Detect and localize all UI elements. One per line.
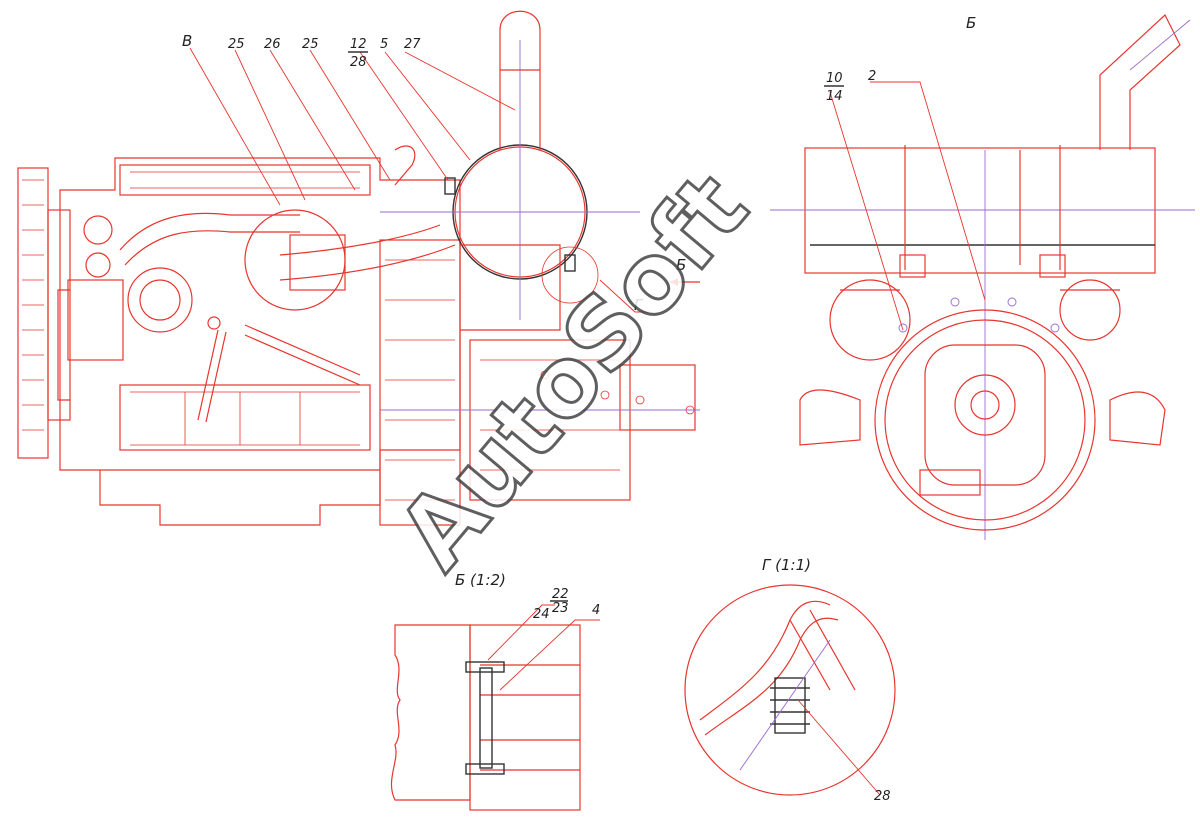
callout-28b: 28	[874, 789, 891, 804]
engine-rear-view	[770, 14, 1195, 540]
callout-labels: В 25 26 25 12 28 5 27 Б 10 14 2 Б Г Б (1…	[182, 14, 976, 804]
engine-side-view	[17, 10, 700, 526]
callout-4: 4	[592, 603, 600, 618]
detail-b-view	[390, 604, 600, 811]
detail-b-title: Б (1:2)	[455, 571, 506, 589]
callout-22: 22	[552, 587, 569, 602]
oil-dipstick	[197, 316, 361, 423]
callout-24: 24	[533, 607, 550, 622]
view-arrow-b	[670, 278, 700, 286]
turbocharger	[57, 209, 346, 401]
view-b-label: Б	[966, 14, 976, 32]
callout-28a: 28	[350, 55, 367, 70]
detail-g-mark: Г	[634, 296, 644, 314]
callout-12: 12	[350, 37, 367, 52]
fan-radiator	[17, 167, 71, 459]
callout-14: 14	[826, 89, 843, 104]
leader-lines	[189, 47, 986, 331]
callout-23: 23	[552, 601, 569, 616]
detail-g-view	[684, 584, 896, 796]
callout-26: 26	[264, 37, 281, 52]
muffler-body	[380, 10, 640, 331]
callout-5: 5	[380, 37, 388, 52]
callout-25a: 25	[228, 37, 245, 52]
arrow-b-label: Б	[676, 256, 686, 274]
callout-25b: 25	[302, 37, 319, 52]
mounting-bracket	[380, 339, 700, 501]
callout-10: 10	[826, 71, 843, 86]
detail-g-title: Г (1:1)	[762, 556, 811, 574]
callout-2: 2	[868, 69, 876, 84]
engine-block	[59, 157, 461, 526]
callout-v: В	[182, 32, 192, 50]
watermark-text: AutoSoft	[377, 152, 770, 590]
intake-hose	[279, 145, 456, 291]
callout-27: 27	[404, 37, 421, 52]
